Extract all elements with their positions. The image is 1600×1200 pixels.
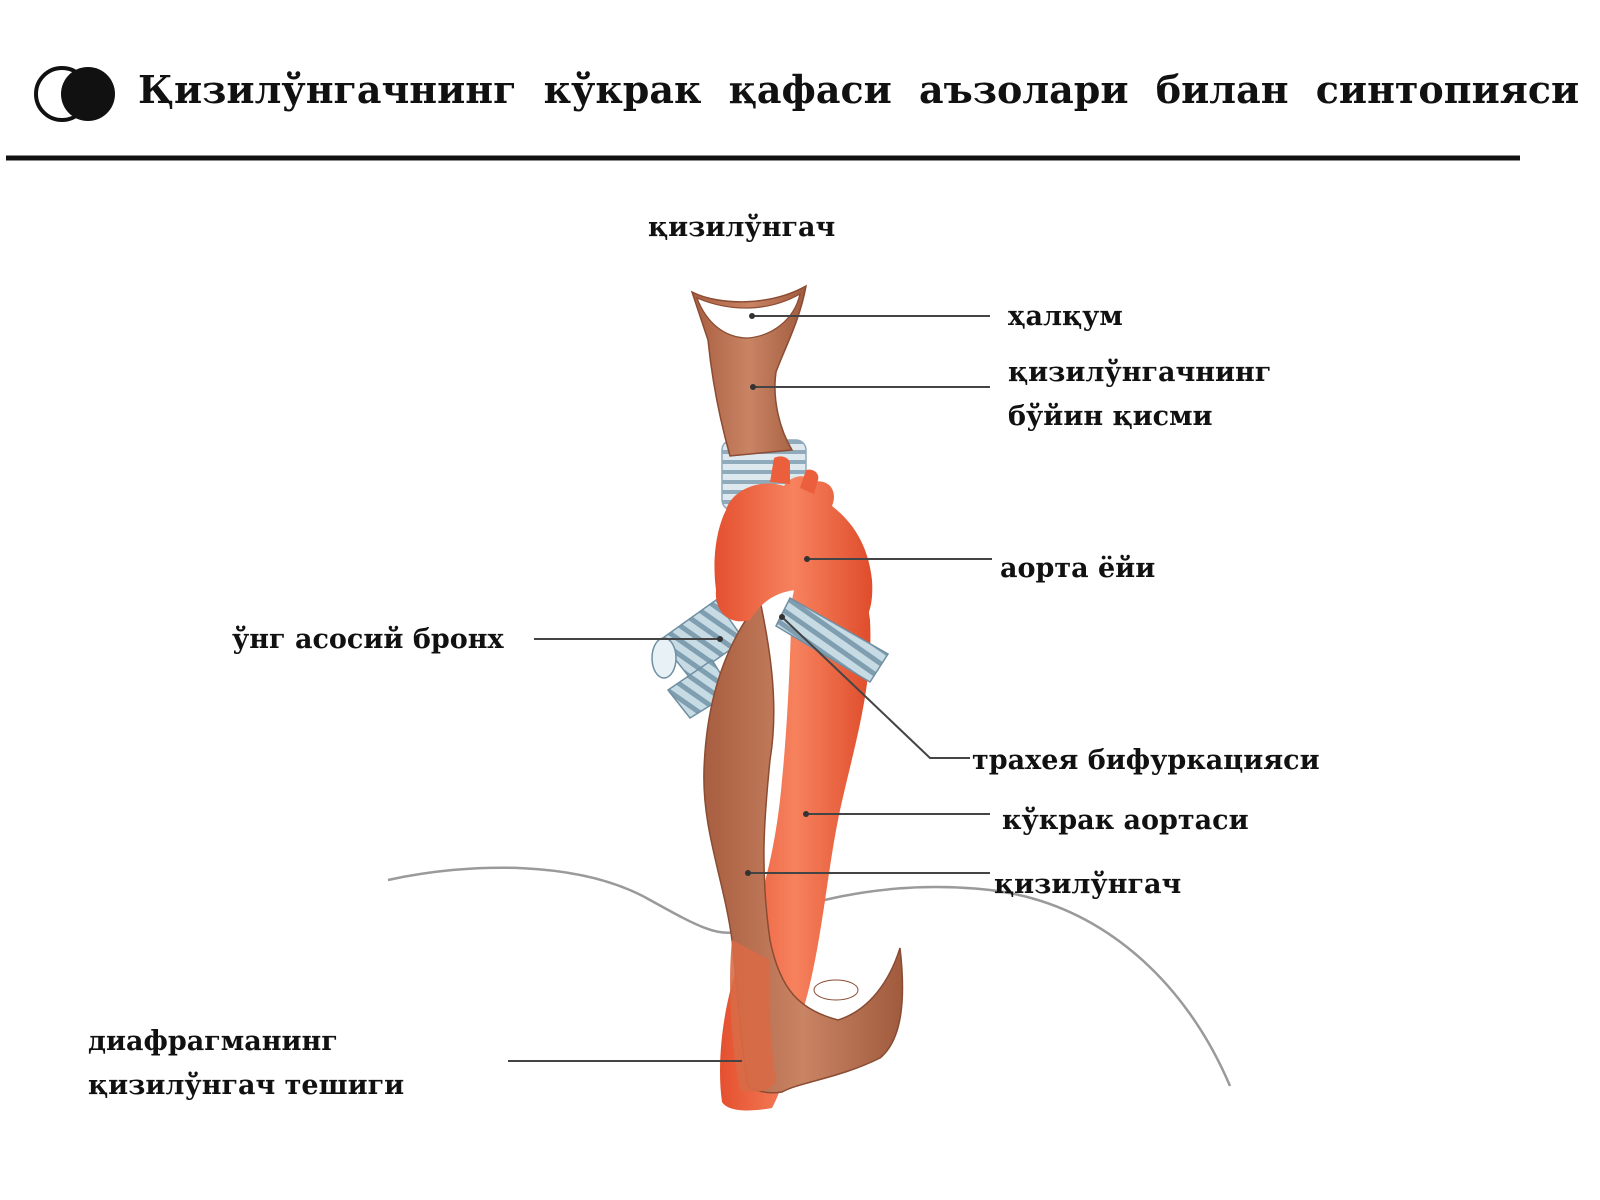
top-label: қизилўнгач	[648, 212, 835, 243]
label-right-main-bronchus: ўнг асосий бронх	[232, 624, 504, 655]
aortic-arch	[714, 456, 873, 629]
label-thoracic-aorta: кўкрак аортаси	[1002, 805, 1249, 836]
page-title: Қизилўнгачнинг кўкрак қафаси аъзолари би…	[138, 67, 1579, 112]
label-aortic-arch: аорта ёйи	[1000, 553, 1155, 584]
label-esophageal-hiatus-line2: қизилўнгач тешиги	[88, 1070, 404, 1101]
label-esophageal-hiatus-line1: диафрагманинг	[88, 1026, 338, 1057]
label-pharynx: ҳалқум	[1008, 301, 1123, 332]
pharynx-opening	[695, 292, 801, 339]
label-esophagus: қизилўнгач	[994, 869, 1181, 900]
label-cervical-esophagus-line1: қизилўнгачнинг	[1008, 357, 1271, 388]
label-tracheal-bifurcation: трахея бифуркацияси	[972, 745, 1320, 776]
leader-lines	[508, 313, 992, 1062]
label-cervical-esophagus-line2: бўйин қисми	[1008, 401, 1213, 432]
title-icon	[34, 66, 115, 122]
